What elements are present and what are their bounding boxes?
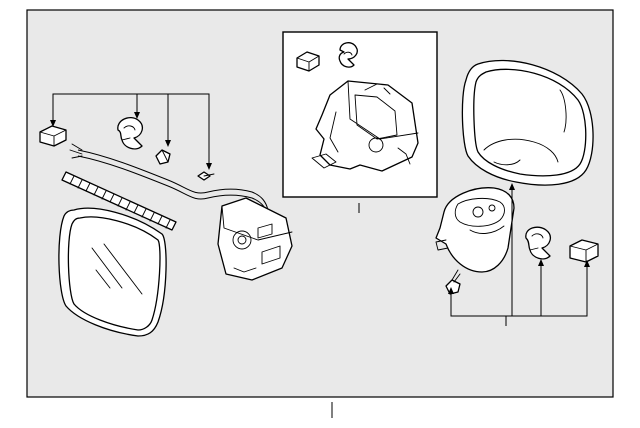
screw-icon: [197, 171, 215, 181]
mirror-motor-icon: [311, 80, 419, 172]
wire-harness-icon: [69, 143, 269, 217]
corrugated-tube-icon: [61, 171, 177, 231]
left-leader-group: [50, 93, 212, 170]
clip-icon: [525, 226, 552, 260]
cap-icon: [569, 239, 599, 263]
actuator-icon: [217, 197, 293, 281]
right-leader-group: [448, 183, 590, 326]
clip-icon: [117, 116, 144, 150]
cover-cap-icon: [461, 59, 594, 186]
mirror-glass-icon: [58, 207, 167, 337]
cap-icon: [296, 51, 320, 72]
mirror-base-icon: [435, 187, 515, 273]
screw-icon: [155, 149, 171, 165]
cap-icon: [39, 125, 67, 147]
clip-icon: [338, 42, 358, 68]
